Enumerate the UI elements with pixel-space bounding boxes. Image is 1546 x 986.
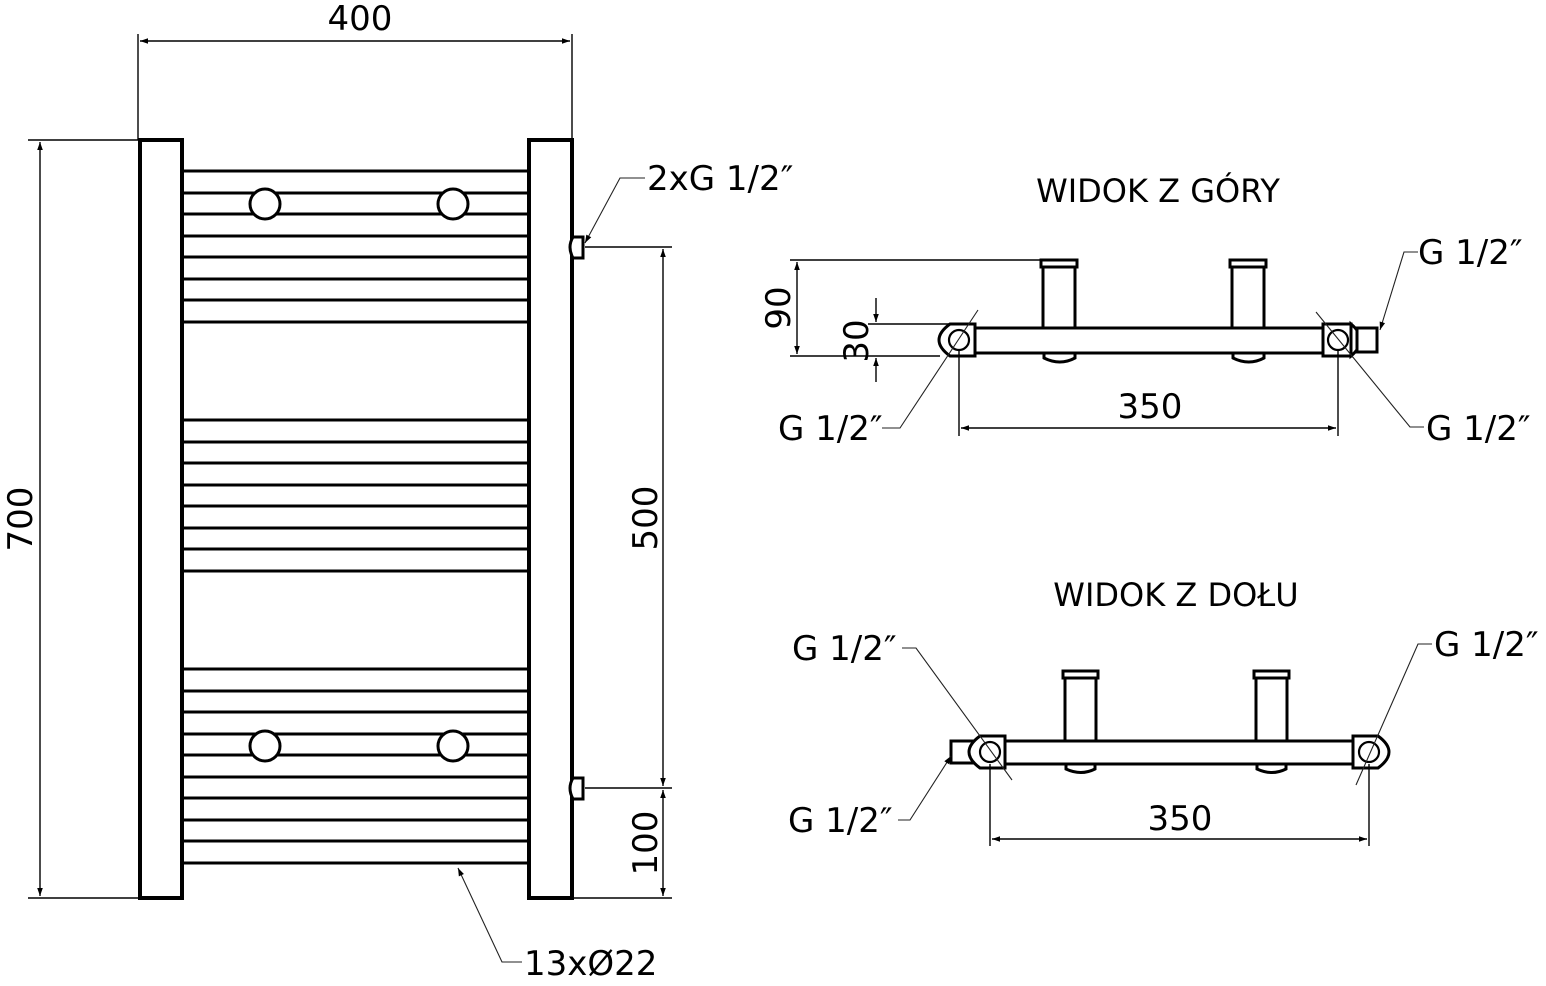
bracket-bottom-left [248, 729, 282, 763]
top-view-title: WIDOK Z GÓRY [1036, 171, 1280, 210]
tube-group [182, 169, 529, 865]
bracket-top-right [436, 187, 470, 221]
top-collector-bar [973, 326, 1327, 355]
bottom-collector-bar [1003, 739, 1357, 766]
bottom-right-port-circle [1357, 740, 1381, 764]
top-right-nipple [1355, 326, 1379, 354]
wall-mount-brackets [248, 187, 470, 763]
top-view-brackets [1039, 258, 1268, 364]
bottom-left-port-circle [978, 740, 1002, 764]
bottom-spacing-label: 350 [1148, 799, 1213, 839]
bottom-view-title: WIDOK Z DOŁU [1053, 576, 1298, 614]
width-dimension: 400 [137, 0, 573, 140]
top-right-bottom-port-label: G 1/2″ [1426, 409, 1531, 449]
top-spacing-label: 350 [1118, 387, 1183, 427]
left-collector [138, 138, 184, 900]
axis-spacing-dimension: 500 [585, 246, 672, 789]
port-top [568, 235, 585, 260]
front-view: 400 700 2xG 1/2″ [1, 0, 793, 984]
connection-ports [568, 235, 585, 801]
connection-label: 2xG 1/2″ [647, 159, 793, 199]
bottom-offset-dimension: 100 [572, 790, 672, 899]
height-dimension: 700 [1, 139, 140, 899]
top-left-port-label: G 1/2″ [778, 409, 883, 449]
tubes-label: 13xØ22 [524, 944, 657, 984]
bottom-view-brackets [1061, 669, 1291, 774]
bottom-left-top-port-label: G 1/2″ [792, 629, 897, 669]
bottom-left-bottom-port-label: G 1/2″ [788, 801, 893, 841]
bottom-right-port-label: G 1/2″ [1434, 625, 1539, 665]
bracket-top-left [248, 187, 282, 221]
connection-callout: 2xG 1/2″ [584, 159, 793, 244]
height-label: 700 [1, 487, 41, 552]
bottom-view: WIDOK Z DOŁU 350 G 1/2″ G 1/2″ G 1 [788, 576, 1539, 846]
right-collector [527, 138, 574, 900]
port-bottom [568, 776, 585, 801]
tubes-callout: 13xØ22 [457, 867, 657, 984]
axis-spacing-label: 500 [626, 486, 666, 551]
bottom-offset-label: 100 [626, 811, 666, 876]
depth-label: 90 [759, 286, 799, 329]
bracket-bottom-right [436, 729, 470, 763]
width-label: 400 [328, 0, 393, 39]
top-view: WIDOK Z GÓRY 90 30 [759, 171, 1531, 449]
collector-label: 30 [837, 319, 877, 362]
top-right-top-port-label: G 1/2″ [1418, 233, 1523, 273]
